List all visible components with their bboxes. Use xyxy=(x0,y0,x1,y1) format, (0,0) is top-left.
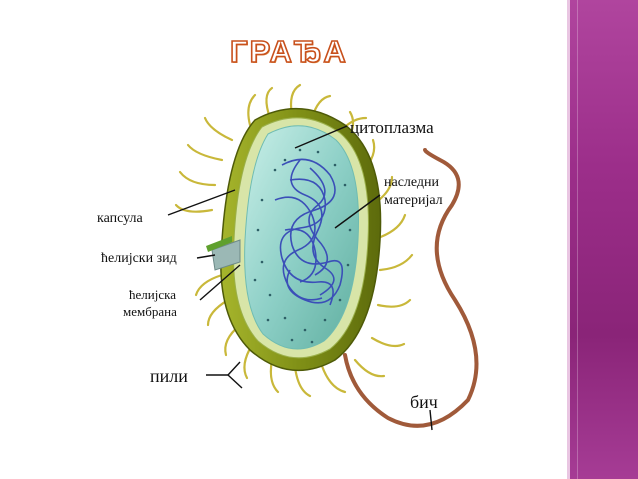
slide-title: ГРАЂА xyxy=(229,33,348,70)
ribosomes xyxy=(253,148,352,344)
cytoplasm xyxy=(244,125,359,350)
cutaway-capsule xyxy=(206,236,232,252)
label-cytoplasm: цитоплазма xyxy=(350,118,434,137)
cutaway-layers xyxy=(211,239,241,271)
genetic-material xyxy=(274,158,344,306)
label-capsule: капсула xyxy=(97,211,144,226)
bacterium-diagram: цитоплазма наследни материјал капсула ће… xyxy=(97,83,479,431)
leader-lines xyxy=(167,125,433,431)
label-membrane-line2: мембрана xyxy=(123,304,177,319)
label-genetic-line2: материјал xyxy=(384,193,443,208)
flagellum xyxy=(343,148,479,428)
decorative-side-bar xyxy=(567,0,638,479)
label-cell-wall: ћелијски зид xyxy=(101,251,177,266)
label-membrane-line1: ћелијска xyxy=(129,287,176,302)
label-genetic-line1: наследни xyxy=(384,175,440,190)
label-flagellum: бич xyxy=(410,392,438,412)
label-pili: пили xyxy=(150,366,188,386)
